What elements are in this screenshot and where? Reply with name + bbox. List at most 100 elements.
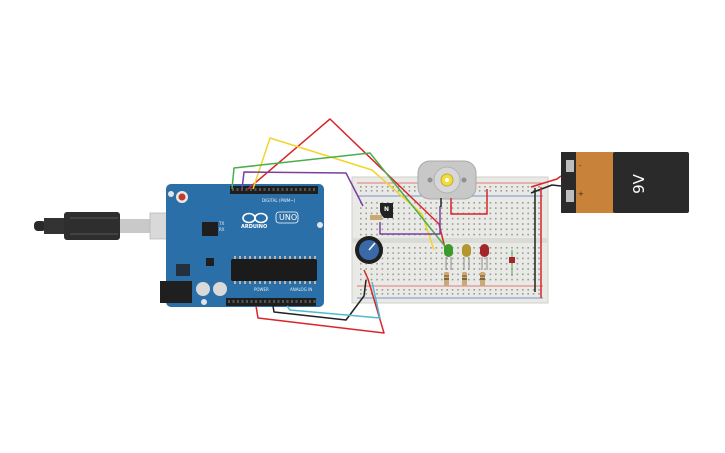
breadboard-hole [500, 273, 502, 276]
breadboard-hole [489, 257, 492, 260]
breadboard-hole [457, 268, 459, 270]
breadboard-hole [441, 293, 443, 295]
breadboard-hole [381, 273, 384, 276]
breadboard-hole [495, 273, 497, 276]
breadboard-hole [522, 262, 524, 265]
breadboard-hole [376, 262, 378, 265]
breadboard-hole [365, 217, 367, 220]
breadboard-hole [414, 273, 416, 276]
breadboard-hole [424, 257, 427, 260]
breadboard-hole [397, 268, 400, 270]
breadboard-hole [462, 257, 465, 260]
breadboard-hole [424, 217, 427, 220]
breadboard-hole [408, 228, 411, 231]
breadboard-hole [397, 252, 400, 254]
breadboard-hole [484, 186, 486, 188]
breadboard-hole [446, 228, 448, 231]
breadboard-hole [484, 293, 486, 295]
breadboard-hole [360, 278, 362, 281]
breadboard-hole [505, 212, 508, 215]
breadboard-hole [478, 262, 481, 265]
breadboard-hole [505, 289, 508, 291]
breadboard-hole [435, 247, 438, 249]
breadboard-hole [489, 233, 492, 236]
breadboard-hole [478, 293, 481, 295]
breadboard-hole [538, 293, 540, 295]
breadboard-hole [489, 247, 492, 249]
breadboard-hole [532, 252, 535, 254]
breadboard-hole [435, 223, 438, 225]
breadboard-hole [532, 268, 535, 270]
breadboard-hole [457, 289, 459, 291]
breadboard-hole [392, 212, 394, 215]
breadboard-hole [462, 289, 465, 291]
breadboard-hole [397, 228, 400, 231]
breadboard-hole [500, 268, 502, 270]
breadboard-hole [408, 268, 411, 270]
breadboard-hole [370, 228, 373, 231]
breadboard-hole [435, 207, 438, 209]
breadboard-hole [408, 293, 411, 295]
breadboard-hole [408, 207, 411, 209]
breadboard-hole [365, 207, 367, 209]
breadboard-hole [500, 289, 502, 291]
breadboard-hole [532, 228, 535, 231]
ic-pin [244, 256, 246, 259]
breadboard-hole [505, 207, 508, 209]
breadboard-hole [360, 207, 362, 209]
breadboard-hole [505, 217, 508, 220]
breadboard-hole [403, 202, 405, 204]
breadboard-hole [414, 202, 416, 204]
header-pin [277, 300, 280, 303]
breadboard-hole [392, 257, 394, 260]
breadboard-hole [397, 278, 400, 281]
breadboard-hole [430, 293, 432, 295]
breadboard-hole [451, 202, 454, 204]
usb-cable [34, 212, 179, 240]
wire-black-bottom [272, 279, 367, 321]
breadboard-hole [392, 278, 394, 281]
breadboard-hole [462, 223, 465, 225]
breadboard-hole [532, 190, 535, 192]
breadboard-hole [376, 228, 378, 231]
breadboard-hole [424, 268, 427, 270]
breadboard-hole [495, 223, 497, 225]
breadboard-hole [397, 190, 400, 192]
breadboard-hole [495, 289, 497, 291]
breadboard-hole [376, 268, 378, 270]
breadboard-hole [516, 289, 519, 291]
breadboard-hole [511, 223, 513, 225]
breadboard-hole [381, 293, 384, 295]
breadboard-hole [495, 217, 497, 220]
breadboard-hole [527, 252, 529, 254]
breadboard-hole [532, 289, 535, 291]
breadboard-hole [414, 223, 416, 225]
breadboard-hole [430, 207, 432, 209]
breadboard-hole [387, 223, 389, 225]
breadboard-hole [360, 268, 362, 270]
header-pin [232, 188, 234, 191]
breadboard-hole [511, 190, 513, 192]
breadboard-hole [495, 190, 497, 192]
breadboard-hole [516, 223, 519, 225]
breadboard-hole [397, 293, 400, 295]
breadboard-hole [446, 233, 448, 236]
breadboard-hole [370, 190, 373, 192]
breadboard-hole [414, 262, 416, 265]
ic-pin [244, 281, 246, 284]
breadboard-hole [397, 217, 400, 220]
breadboard-hole [478, 273, 481, 276]
breadboard-hole [516, 273, 519, 276]
breadboard-hole [489, 217, 492, 220]
breadboard-hole [522, 252, 524, 254]
breadboard-hole [381, 190, 384, 192]
breadboard-hole [403, 217, 405, 220]
breadboard-hole [414, 186, 416, 188]
breadboard-hole [419, 268, 421, 270]
breadboard-hole [397, 212, 400, 215]
breadboard-hole [500, 202, 502, 204]
breadboard-hole [457, 228, 459, 231]
breadboard-hole [387, 186, 389, 188]
breadboard-hole [527, 262, 529, 265]
breadboard-hole [457, 233, 459, 236]
